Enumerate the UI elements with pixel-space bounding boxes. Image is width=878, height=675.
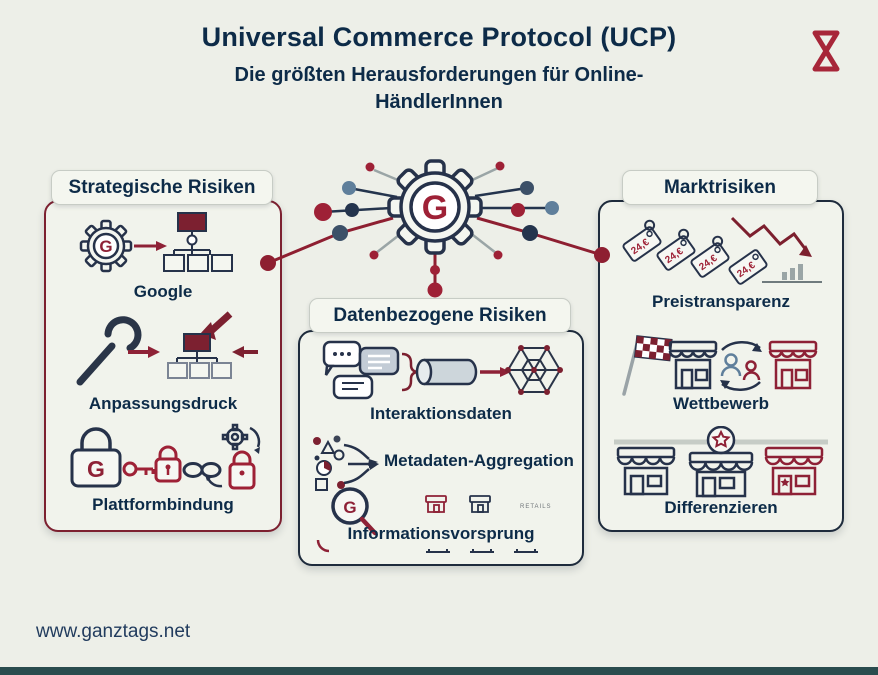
item-label-metadaten-aggregation: Metadaten-Aggregation — [384, 451, 574, 470]
shops-star-icon — [608, 425, 834, 507]
page-title: Universal Commerce Protocol (UCP) — [201, 22, 677, 52]
wrench-pressure-icon — [64, 310, 262, 397]
padlock-chain-icon: G — [58, 422, 268, 497]
item-label-wettbewerb: Wettbewerb — [672, 394, 770, 413]
item-label-anpassungsdruck: Anpassungsdruck — [88, 394, 238, 413]
website-url: www.ganztags.net — [36, 621, 191, 642]
item-label-plattformbindung: Plattformbindung — [92, 495, 234, 514]
item-label-differenzieren: Differenzieren — [664, 498, 778, 517]
svg-text:G: G — [99, 237, 112, 256]
item-label-google: Google — [133, 282, 193, 301]
card-datenbezogene-risiken: Interaktionsdaten — [298, 330, 584, 566]
item-label-interaktionsdaten: Interaktionsdaten — [370, 404, 512, 423]
flag-shops-swap-icon — [610, 328, 832, 407]
footer-accent-bar — [0, 667, 878, 675]
svg-text:G: G — [87, 456, 105, 482]
hub-g-letter: G — [422, 189, 448, 227]
item-label-preistransparenz: Preistransparenz — [652, 292, 790, 311]
page-subtitle: Die größten Herausforderungen für Online… — [234, 64, 644, 113]
gear-google-orgchart-icon: G — [70, 208, 256, 285]
card-title-marktrisiken: Marktrisiken — [622, 170, 818, 205]
magnifier-retail-icon: G RETAILS — [308, 480, 574, 565]
card-title-datenbezogene-risiken: Datenbezogene Risiken — [309, 298, 571, 333]
metadata-scatter-icon — [308, 432, 380, 501]
price-tags-decline-icon: 24,€ 24,€ 24,€ 24,€ — [610, 210, 832, 299]
chat-pipeline-datacube-icon — [318, 336, 564, 407]
hourglass-icon — [806, 26, 846, 81]
card-marktrisiken: 24,€ 24,€ 24,€ 24,€ — [598, 200, 844, 532]
item-label-informationsvorsprung: Informationsvorsprung — [347, 524, 535, 543]
svg-text:G: G — [343, 498, 356, 517]
card-strategische-risiken: G Google — [44, 200, 282, 532]
retails-caption: RETAILS — [520, 504, 552, 510]
card-title-strategische-risiken: Strategische Risiken — [51, 170, 273, 205]
